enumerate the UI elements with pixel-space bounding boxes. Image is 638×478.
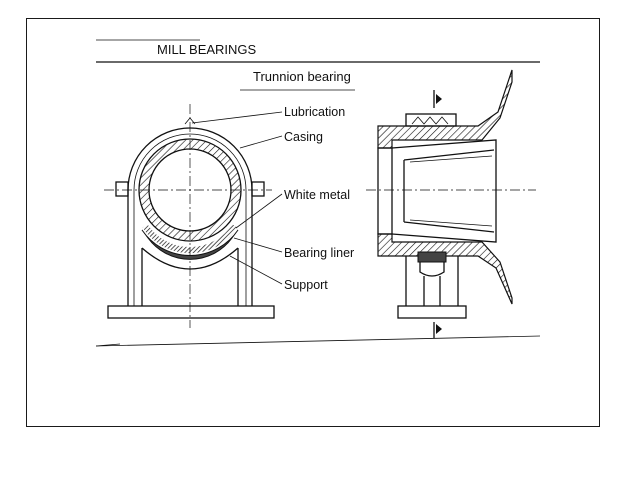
base-plate (107, 305, 275, 319)
label-support: Support (284, 278, 328, 292)
side-section-view (366, 69, 536, 338)
casing-inner-outline (133, 133, 247, 306)
support-legs (141, 248, 239, 306)
cone-detail-lines (409, 155, 493, 227)
bearing-liner (141, 229, 239, 260)
leader-bearing-liner (233, 237, 283, 253)
label-bearing-liner: Bearing liner (284, 246, 354, 260)
leader-support (229, 255, 283, 285)
footer-rule-start (95, 343, 121, 347)
trunnion-inner-edge (148, 148, 232, 232)
labels: Lubrication Casing White metal Bearing l… (284, 105, 354, 292)
slide-frame (26, 18, 600, 427)
support-top-curve (141, 247, 239, 270)
lubrication-point (184, 117, 196, 125)
header: MILL BEARINGS (96, 39, 540, 63)
right-flange (251, 181, 265, 197)
trunnion-outer-edge (138, 138, 242, 242)
section-arrow-bottom (436, 324, 442, 334)
label-white-metal: White metal (284, 188, 350, 202)
housing-bottom-section (377, 233, 513, 305)
trunnion-face (377, 147, 393, 235)
side-bearing-seat (419, 262, 445, 277)
conical-bore (391, 139, 497, 243)
label-casing: Casing (284, 130, 323, 144)
section-arrow-top (436, 94, 442, 104)
page-title: MILL BEARINGS (157, 42, 257, 57)
lubrication-box-zigzag (411, 116, 449, 125)
casing-outline (127, 127, 253, 306)
side-base-plate (397, 305, 467, 319)
housing-top-section (377, 69, 513, 149)
side-bearing-liner (417, 251, 447, 263)
trunnion-shell (139, 139, 241, 241)
side-support-legs (405, 256, 459, 306)
cross-section-view (104, 104, 283, 328)
diagram-subtitle: Trunnion bearing (253, 69, 351, 84)
left-flange (115, 181, 129, 197)
leader-lubrication (191, 111, 283, 124)
footer-rule (95, 335, 541, 347)
white-metal-layer (142, 224, 238, 254)
label-lubrication: Lubrication (284, 105, 345, 119)
cone-inner-lines (403, 149, 495, 233)
lubrication-box (405, 113, 457, 127)
leader-white-metal (235, 193, 283, 229)
leader-casing (239, 135, 283, 149)
